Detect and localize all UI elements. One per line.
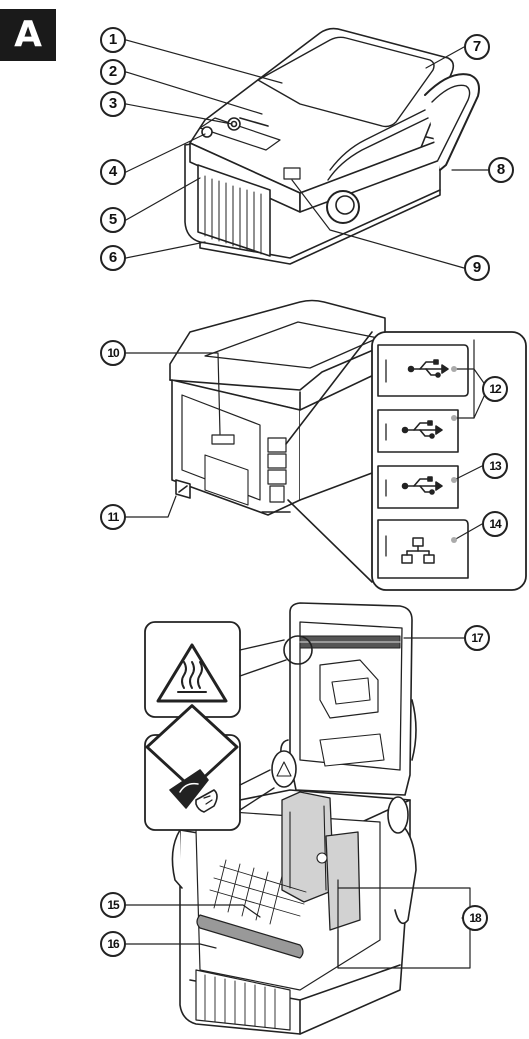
lan-port-icon (401, 537, 435, 564)
callout-10: 10 (100, 340, 126, 366)
callout-12: 12 (482, 376, 508, 402)
callout-14: 14 (482, 511, 508, 537)
usb-port-icon (407, 359, 449, 378)
figure-label-badge: A (0, 9, 56, 61)
hot-surface-warning-box (144, 621, 287, 718)
callout-8: 8 (488, 157, 514, 183)
callout-17: 17 (464, 625, 490, 651)
callout-18: 18 (462, 905, 488, 931)
callout-9: 9 (464, 255, 490, 281)
callout-6: 6 (100, 245, 126, 271)
leader-lines-view2 (125, 352, 221, 518)
printer-front-view (184, 27, 480, 265)
callout-1: 1 (100, 27, 126, 53)
callout-7: 7 (464, 34, 490, 60)
callout-2: 2 (100, 59, 126, 85)
pinch-hazard-warning-box (144, 704, 275, 831)
callout-5: 5 (100, 207, 126, 233)
usb-port-icon (401, 476, 443, 495)
pinch-hazard-warning-icon (145, 704, 239, 813)
callout-13: 13 (482, 453, 508, 479)
figure-label: A (14, 14, 42, 55)
printer-open-view (171, 602, 417, 1035)
callout-15: 15 (100, 892, 126, 918)
callout-3: 3 (100, 91, 126, 117)
usb-port-icon (401, 420, 443, 439)
callout-16: 16 (100, 931, 126, 957)
hot-surface-warning-icon (156, 643, 228, 703)
callout-4: 4 (100, 159, 126, 185)
leader-lines-view1 (125, 39, 489, 269)
printer-rear-view (169, 299, 386, 516)
callout-11: 11 (100, 504, 126, 530)
